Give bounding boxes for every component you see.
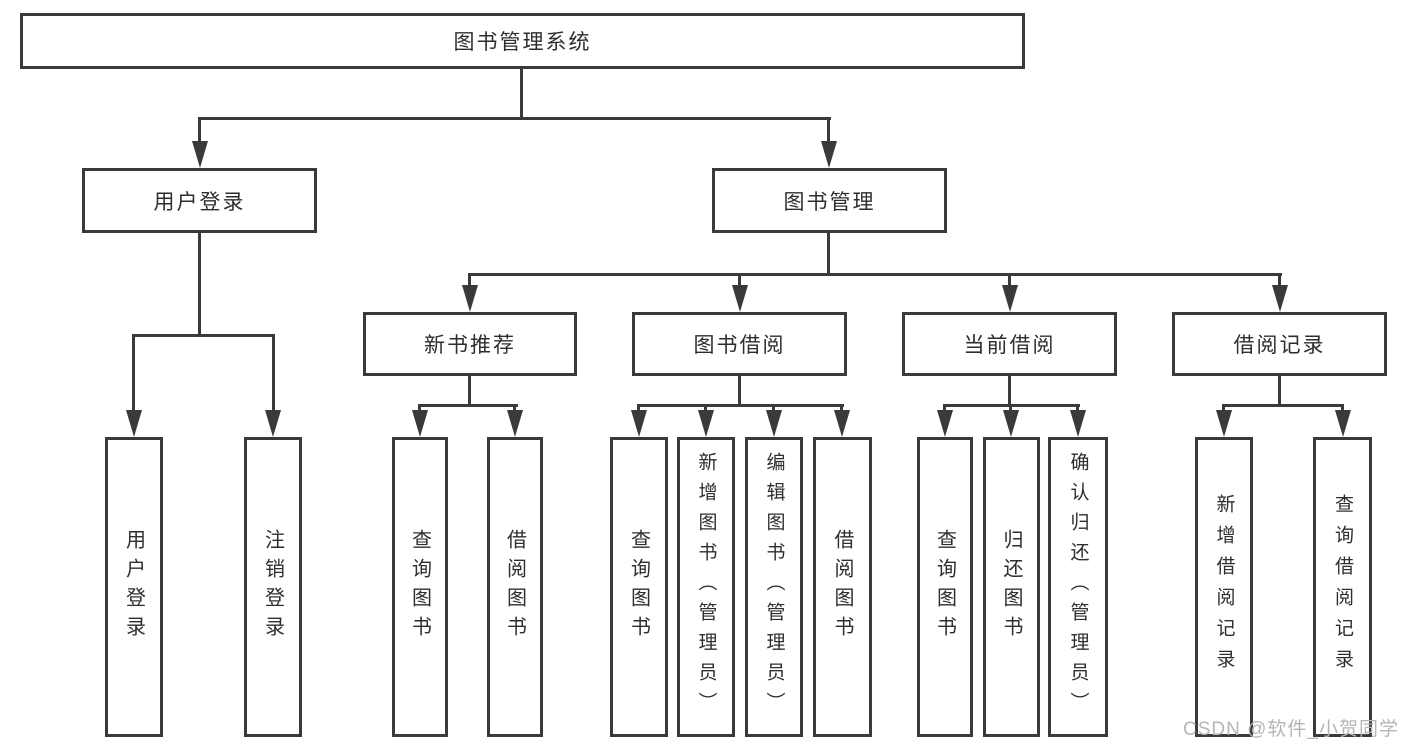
connector-line bbox=[1278, 376, 1281, 407]
leaf-logout: 注销登录 bbox=[244, 437, 302, 737]
connector-line bbox=[468, 376, 471, 407]
connector-arrow bbox=[507, 410, 523, 437]
connector-arrow bbox=[1070, 410, 1086, 437]
connector-arrow bbox=[1216, 410, 1232, 437]
leaf-query-books-recommend: 查询图书 bbox=[392, 437, 448, 737]
leaf-add-borrow-record: 新增借阅记录 bbox=[1195, 437, 1253, 737]
connector-line bbox=[738, 376, 741, 407]
connector-arrow bbox=[462, 285, 478, 312]
connector-line bbox=[198, 233, 201, 337]
node-book-management: 图书管理 bbox=[712, 168, 947, 233]
connector-line bbox=[637, 404, 844, 407]
connector-arrow bbox=[698, 410, 714, 437]
connector-line bbox=[1008, 376, 1011, 407]
node-book-borrow: 图书借阅 bbox=[632, 312, 847, 376]
connector-line bbox=[272, 334, 275, 420]
node-root-system: 图书管理系统 bbox=[20, 13, 1025, 69]
connector-arrow bbox=[631, 410, 647, 437]
connector-line bbox=[198, 117, 201, 147]
node-borrow-records: 借阅记录 bbox=[1172, 312, 1387, 376]
connector-line bbox=[198, 117, 831, 120]
connector-arrow bbox=[412, 410, 428, 437]
connector-line bbox=[1008, 273, 1011, 291]
connector-line bbox=[827, 117, 830, 147]
connector-line bbox=[738, 273, 741, 291]
connector-arrow bbox=[834, 410, 850, 437]
leaf-query-books-borrow: 查询图书 bbox=[610, 437, 668, 737]
connector-arrow bbox=[766, 410, 782, 437]
connector-line bbox=[468, 273, 1282, 276]
connector-line bbox=[520, 69, 523, 119]
connector-line bbox=[132, 334, 135, 420]
leaf-query-borrow-record: 查询借阅记录 bbox=[1313, 437, 1372, 737]
connector-line bbox=[132, 334, 275, 337]
connector-line bbox=[827, 233, 830, 276]
connector-arrow bbox=[821, 141, 837, 168]
leaf-edit-book-admin: 编辑图书（管理员） bbox=[745, 437, 803, 737]
leaf-query-books-current: 查询图书 bbox=[917, 437, 973, 737]
connector-line bbox=[1278, 273, 1281, 291]
connector-arrow bbox=[1002, 285, 1018, 312]
leaf-return-books: 归还图书 bbox=[983, 437, 1040, 737]
connector-arrow bbox=[1335, 410, 1351, 437]
leaf-borrow-books: 借阅图书 bbox=[813, 437, 872, 737]
leaf-borrow-books-recommend: 借阅图书 bbox=[487, 437, 543, 737]
connector-arrow bbox=[1003, 410, 1019, 437]
node-new-book-recommend: 新书推荐 bbox=[363, 312, 577, 376]
connector-arrow bbox=[732, 285, 748, 312]
connector-line bbox=[468, 273, 471, 291]
csdn-watermark: CSDN @软件_小贺同学 bbox=[1183, 719, 1399, 740]
leaf-add-book-admin: 新增图书（管理员） bbox=[677, 437, 735, 737]
connector-arrow bbox=[937, 410, 953, 437]
connector-arrow bbox=[265, 410, 281, 437]
node-current-borrow: 当前借阅 bbox=[902, 312, 1117, 376]
leaf-confirm-return-admin: 确认归还（管理员） bbox=[1048, 437, 1108, 737]
connector-arrow bbox=[1272, 285, 1288, 312]
connector-line bbox=[418, 404, 518, 407]
leaf-user-login: 用户登录 bbox=[105, 437, 163, 737]
connector-arrow bbox=[126, 410, 142, 437]
connector-arrow bbox=[192, 141, 208, 168]
node-user-login: 用户登录 bbox=[82, 168, 317, 233]
connector-line bbox=[1222, 404, 1344, 407]
